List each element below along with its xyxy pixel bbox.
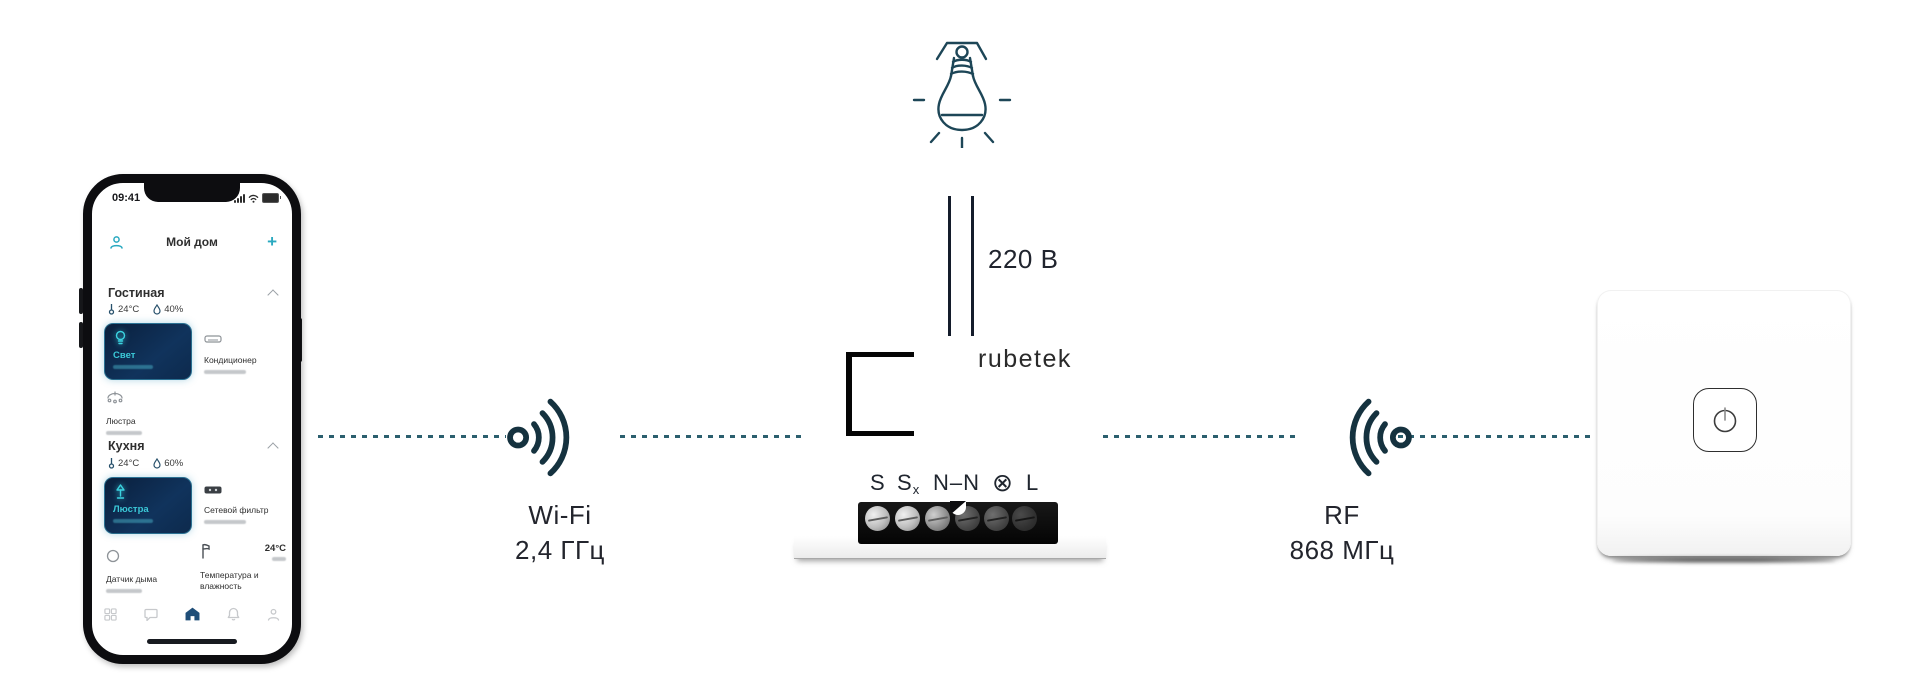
- terminal-label-sx: Sx: [897, 470, 920, 497]
- tile-status-text-blur: [113, 365, 153, 369]
- light-bulb-icon: [912, 41, 1012, 148]
- flange-notch: [950, 501, 966, 515]
- sensor-secondary-blur: [272, 557, 286, 561]
- air-conditioner-icon: [204, 335, 222, 343]
- terminal-screw: [895, 506, 920, 531]
- droplet-icon: [153, 457, 161, 469]
- phone-volume-button: [79, 288, 83, 314]
- phone-volume-button: [79, 322, 83, 348]
- nav-scenarios-icon: [144, 608, 158, 621]
- room-stats: 24°C 40%: [108, 303, 183, 315]
- wifi-signal-icon: [507, 398, 570, 477]
- terminal-label-s: S: [870, 470, 885, 495]
- add-device-button: +: [267, 232, 277, 251]
- thermometer-icon: [108, 304, 115, 315]
- app-title: Мой дом: [166, 235, 218, 249]
- device-item-chandelier: Люстра: [106, 391, 188, 435]
- device-tile-light: Свет: [104, 323, 192, 380]
- sensor-status-blur: [106, 589, 142, 593]
- lamp-icon: [116, 484, 125, 499]
- brand-logo: rubetek: [978, 345, 1072, 373]
- power-voltage-label: 220 В: [988, 244, 1059, 274]
- sensor-item-climate: 24°C Температура и влажность: [200, 543, 286, 592]
- thermometer-icon: [108, 458, 115, 469]
- humidity-stat: 60%: [153, 457, 183, 469]
- switch-power-button: [1693, 388, 1757, 452]
- temperature-sensor-icon: [202, 543, 210, 559]
- terminal-block: [858, 501, 1058, 544]
- smoke-detector-icon: [106, 549, 120, 563]
- humidity-stat: 40%: [153, 303, 183, 315]
- status-icons: [234, 193, 281, 203]
- wifi-label: Wi-Fi 2,4 ГГц: [500, 498, 620, 568]
- dotted-line-phone-to-wifi: [318, 435, 506, 438]
- nav-profile-icon: [267, 608, 280, 621]
- dotted-line-wifi-to-relay: [620, 435, 805, 438]
- dotted-line-rf-to-switch: [1398, 435, 1593, 438]
- device-tile-lamp: Люстра: [104, 477, 192, 534]
- tile-status-text-blur: [113, 519, 153, 523]
- wifi-label-line2: 2,4 ГГц: [515, 535, 605, 565]
- device-item-powerstrip: Сетевой фильтр: [204, 481, 286, 524]
- power-wire: [971, 196, 974, 336]
- room-stats: 24°C 60%: [108, 457, 183, 469]
- terminal-screw: [984, 506, 1009, 531]
- rf-label-line2: 868 МГц: [1289, 535, 1395, 565]
- rf-label: RF 868 МГц: [1262, 498, 1422, 568]
- device-status-blur: [204, 520, 246, 524]
- tile-title: Люстра: [113, 504, 149, 515]
- bulb-icon: [115, 330, 126, 345]
- tile-title: Свет: [113, 350, 136, 361]
- signal-strength-icon: [234, 194, 245, 203]
- app-header: Мой дом +: [92, 232, 292, 255]
- home-indicator: [147, 639, 237, 644]
- chevron-up-icon: [267, 289, 279, 301]
- nav-devices-icon: [104, 607, 117, 621]
- sensor-label: Датчик дыма: [106, 574, 158, 584]
- phone-screen: 09:41: [92, 183, 292, 655]
- device-status-blur: [204, 370, 246, 374]
- battery-icon: [262, 193, 281, 203]
- power-icon: [1713, 407, 1737, 433]
- status-time: 09:41: [112, 192, 141, 204]
- terminal-screw: [925, 506, 950, 531]
- dotted-line-relay-to-rf: [1103, 435, 1295, 438]
- relay-mounting-bracket: [846, 352, 914, 436]
- temperature-stat: 24°C: [108, 457, 139, 469]
- nav-notifications-icon: [227, 607, 240, 621]
- terminal-label-nn: N–N: [933, 470, 981, 495]
- smartphone: 09:41: [83, 174, 301, 664]
- device-status-blur: [106, 431, 142, 435]
- sensor-item-smoke: Датчик дыма: [106, 549, 188, 593]
- room-name: Гостиная: [108, 286, 165, 300]
- nav-home-icon: [185, 607, 200, 621]
- rf-signal-icon: [1349, 398, 1412, 477]
- chevron-up-icon: [267, 442, 279, 454]
- droplet-icon: [153, 303, 161, 315]
- terminal-screw: [865, 506, 890, 531]
- bottom-navigation: [104, 607, 280, 621]
- sensor-value-wrap: 24°C: [265, 543, 286, 561]
- wifi-label-line1: Wi-Fi: [528, 500, 592, 530]
- terminal-screw: [1012, 506, 1037, 531]
- temperature-stat: 24°C: [108, 303, 139, 315]
- power-strip-icon: [204, 486, 222, 494]
- device-label: Кондиционер: [204, 355, 257, 365]
- terminal-label-lamp-symbol: ⊗: [992, 469, 1013, 497]
- profile-icon: [110, 236, 123, 249]
- power-wire: [948, 196, 951, 336]
- room-name: Кухня: [108, 439, 145, 453]
- sensor-value: 24°C: [264, 543, 286, 554]
- device-item-conditioner: Кондиционер: [204, 331, 286, 374]
- device-label: Люстра: [106, 416, 136, 426]
- wifi-status-icon: [248, 194, 259, 203]
- chandelier-icon: [107, 391, 123, 404]
- wall-switch-panel: [1597, 290, 1851, 556]
- terminal-label-l: L: [1026, 470, 1039, 495]
- phone-notch: [144, 183, 240, 202]
- rf-label-line1: RF: [1324, 500, 1360, 530]
- device-label: Сетевой фильтр: [204, 505, 269, 515]
- sensor-label: Температура и влажность: [200, 570, 259, 592]
